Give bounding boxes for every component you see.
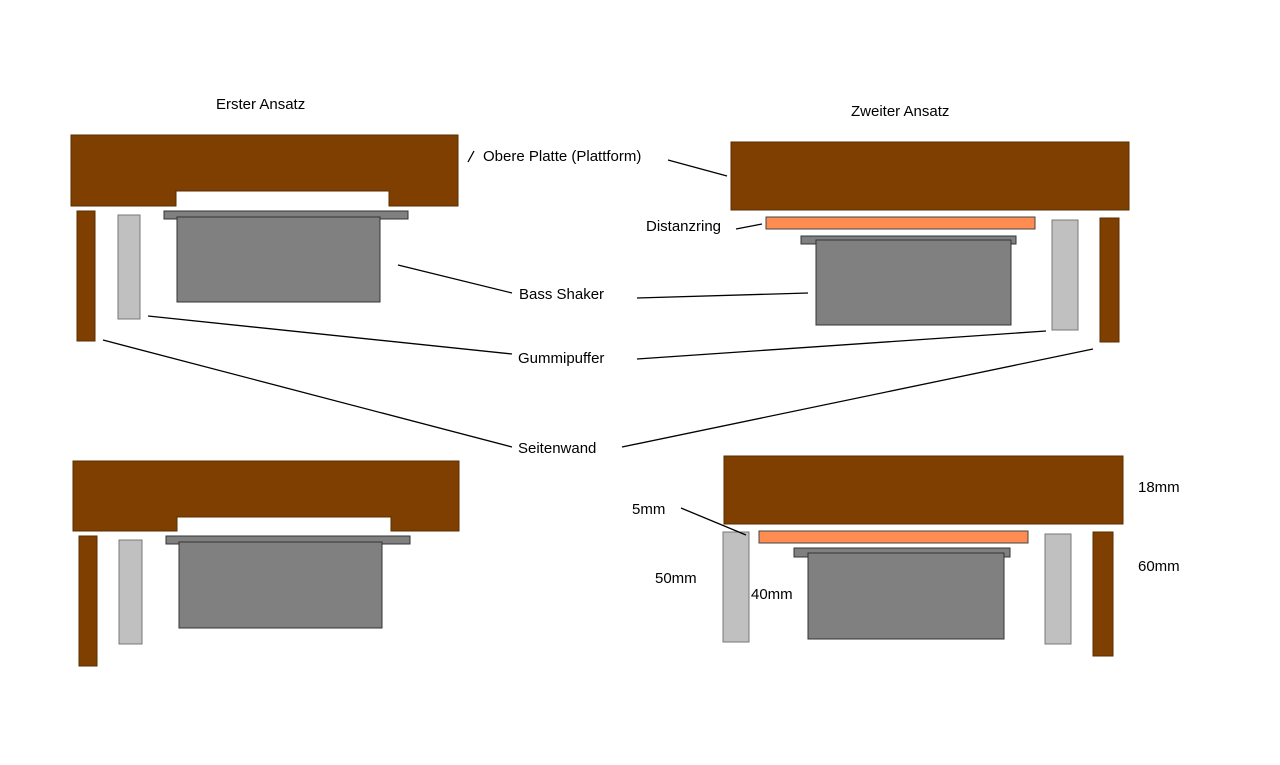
leader-lines — [102, 150, 1094, 536]
dim-plate: 18mm — [1138, 479, 1180, 496]
dim-wall: 60mm — [1138, 558, 1180, 575]
dim-shaker: 40mm — [751, 586, 793, 603]
label-spacer-ring: Distanzring — [646, 218, 721, 235]
second-approach-top — [730, 141, 1130, 343]
leader-top-plate-left — [467, 150, 475, 163]
label-side-wall: Seitenwand — [518, 440, 596, 457]
rubber-buffer-left — [722, 531, 750, 643]
leader-top-plate-right — [667, 159, 728, 177]
leader-shaker-right — [636, 292, 809, 299]
leader-buffer-right — [636, 330, 1047, 360]
leader-wall-left — [102, 339, 513, 448]
bass-shaker-body — [807, 552, 1005, 640]
side-wall — [78, 535, 98, 667]
top-plate — [730, 141, 1130, 211]
first-approach-bottom — [72, 460, 460, 667]
spacer-ring — [765, 216, 1036, 230]
leader-spacer-ring — [735, 223, 763, 230]
title-first-approach: Erster Ansatz — [216, 96, 305, 113]
top-plate — [723, 455, 1124, 525]
side-wall — [76, 210, 96, 342]
rubber-buffer — [1051, 219, 1079, 331]
label-bass-shaker: Bass Shaker — [519, 286, 604, 303]
label-rubber-buffer: Gummipuffer — [518, 350, 604, 367]
spacer-ring — [758, 530, 1029, 544]
rubber-buffer-right — [1044, 533, 1072, 645]
dim-ring: 5mm — [632, 501, 665, 518]
leader-buffer-left — [147, 315, 513, 355]
title-second-approach: Zweiter Ansatz — [851, 103, 949, 120]
bass-shaker-body — [815, 239, 1012, 326]
dim-buffer: 50mm — [655, 570, 697, 587]
rubber-buffer — [117, 214, 141, 320]
second-approach-bottom — [722, 455, 1124, 657]
leader-wall-right — [621, 348, 1094, 448]
rubber-buffer — [118, 539, 143, 645]
leader-shaker-left — [397, 264, 513, 294]
bass-shaker-body — [178, 541, 383, 629]
side-wall — [1092, 531, 1114, 657]
label-top-plate: Obere Platte (Plattform) — [483, 148, 641, 165]
bass-shaker-body — [176, 216, 381, 303]
top-plate — [72, 460, 460, 532]
side-wall — [1099, 217, 1120, 343]
first-approach-top — [70, 134, 459, 342]
leader-dim-ring — [680, 507, 747, 536]
top-plate — [70, 134, 459, 207]
